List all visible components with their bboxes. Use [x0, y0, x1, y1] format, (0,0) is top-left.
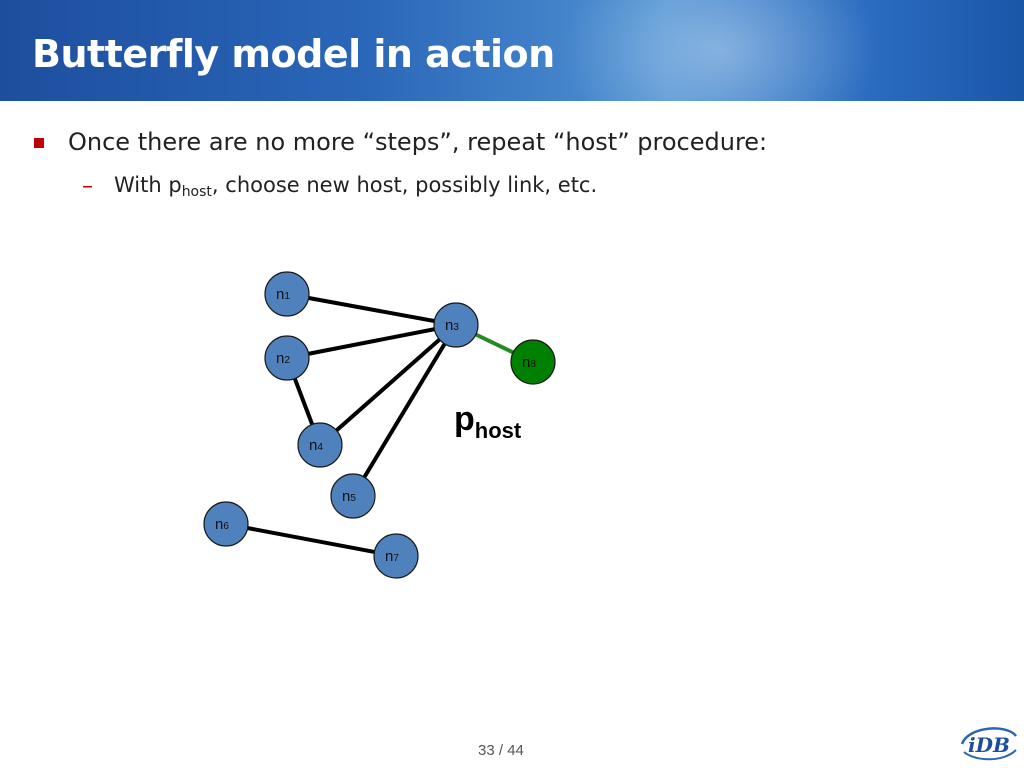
- node-circle-n1: [264, 271, 310, 317]
- node-n5: n5: [330, 473, 376, 519]
- page-number: 33 / 44: [478, 742, 524, 759]
- node-n1: n1: [264, 271, 310, 317]
- sub-bullet-text: With phost, choose new host, possibly li…: [114, 173, 597, 200]
- node-n3: n3: [433, 302, 479, 348]
- nodes-layer: n1 n2 n3 n4 n5 n6 n7 n8: [203, 271, 556, 579]
- node-circle-n4: [297, 422, 343, 468]
- phost-subscript: host: [474, 418, 522, 443]
- node-label-n5: n5: [342, 488, 356, 505]
- node-n4: n4: [297, 422, 343, 468]
- phost-label: phost: [454, 400, 521, 444]
- slide-header: Butterfly model in action: [0, 0, 1024, 101]
- bullet-text: Once there are no more “steps”, repeat “…: [68, 128, 768, 156]
- edge-n6-n7: [225, 522, 397, 558]
- node-n2: n2: [264, 335, 310, 381]
- node-label-n2: n2: [276, 350, 290, 367]
- node-n6: n6: [203, 501, 249, 547]
- edge-n3-n4: [318, 323, 458, 447]
- node-circle-n3: [433, 302, 479, 348]
- phost-main: p: [454, 400, 475, 438]
- page-current: 33: [478, 742, 495, 759]
- slide-title: Butterfly model in action: [32, 32, 555, 76]
- node-circle-n8: [510, 339, 556, 385]
- sub-bullet-suffix: , choose new host, possibly link, etc.: [211, 173, 598, 197]
- logo-text: iDB: [968, 733, 1010, 757]
- node-circle-n2: [264, 335, 310, 381]
- node-n8: n8: [510, 339, 556, 385]
- bullet-marker: [34, 138, 44, 148]
- page-total: 44: [507, 742, 524, 759]
- node-circle-n7: [373, 533, 419, 579]
- edge-n3-n5: [351, 323, 458, 498]
- edge-n1-n3: [286, 292, 457, 327]
- sub-bullet-prefix: With p: [114, 173, 182, 197]
- node-circle-n5: [330, 473, 376, 519]
- node-label-n4: n4: [309, 437, 323, 454]
- node-label-n6: n6: [215, 516, 229, 533]
- node-label-n8: n8: [522, 354, 536, 371]
- sub-bullet-subscript: host: [181, 184, 212, 200]
- idb-logo: iDB: [960, 727, 1018, 761]
- edge-n2-n3: [286, 323, 457, 360]
- node-circle-n6: [203, 501, 249, 547]
- node-label-n3: n3: [445, 317, 459, 334]
- sub-bullet-dash: –: [82, 174, 93, 199]
- page-separator: /: [498, 742, 504, 759]
- node-label-n7: n7: [385, 548, 399, 565]
- node-n7: n7: [373, 533, 419, 579]
- node-label-n1: n1: [276, 286, 290, 303]
